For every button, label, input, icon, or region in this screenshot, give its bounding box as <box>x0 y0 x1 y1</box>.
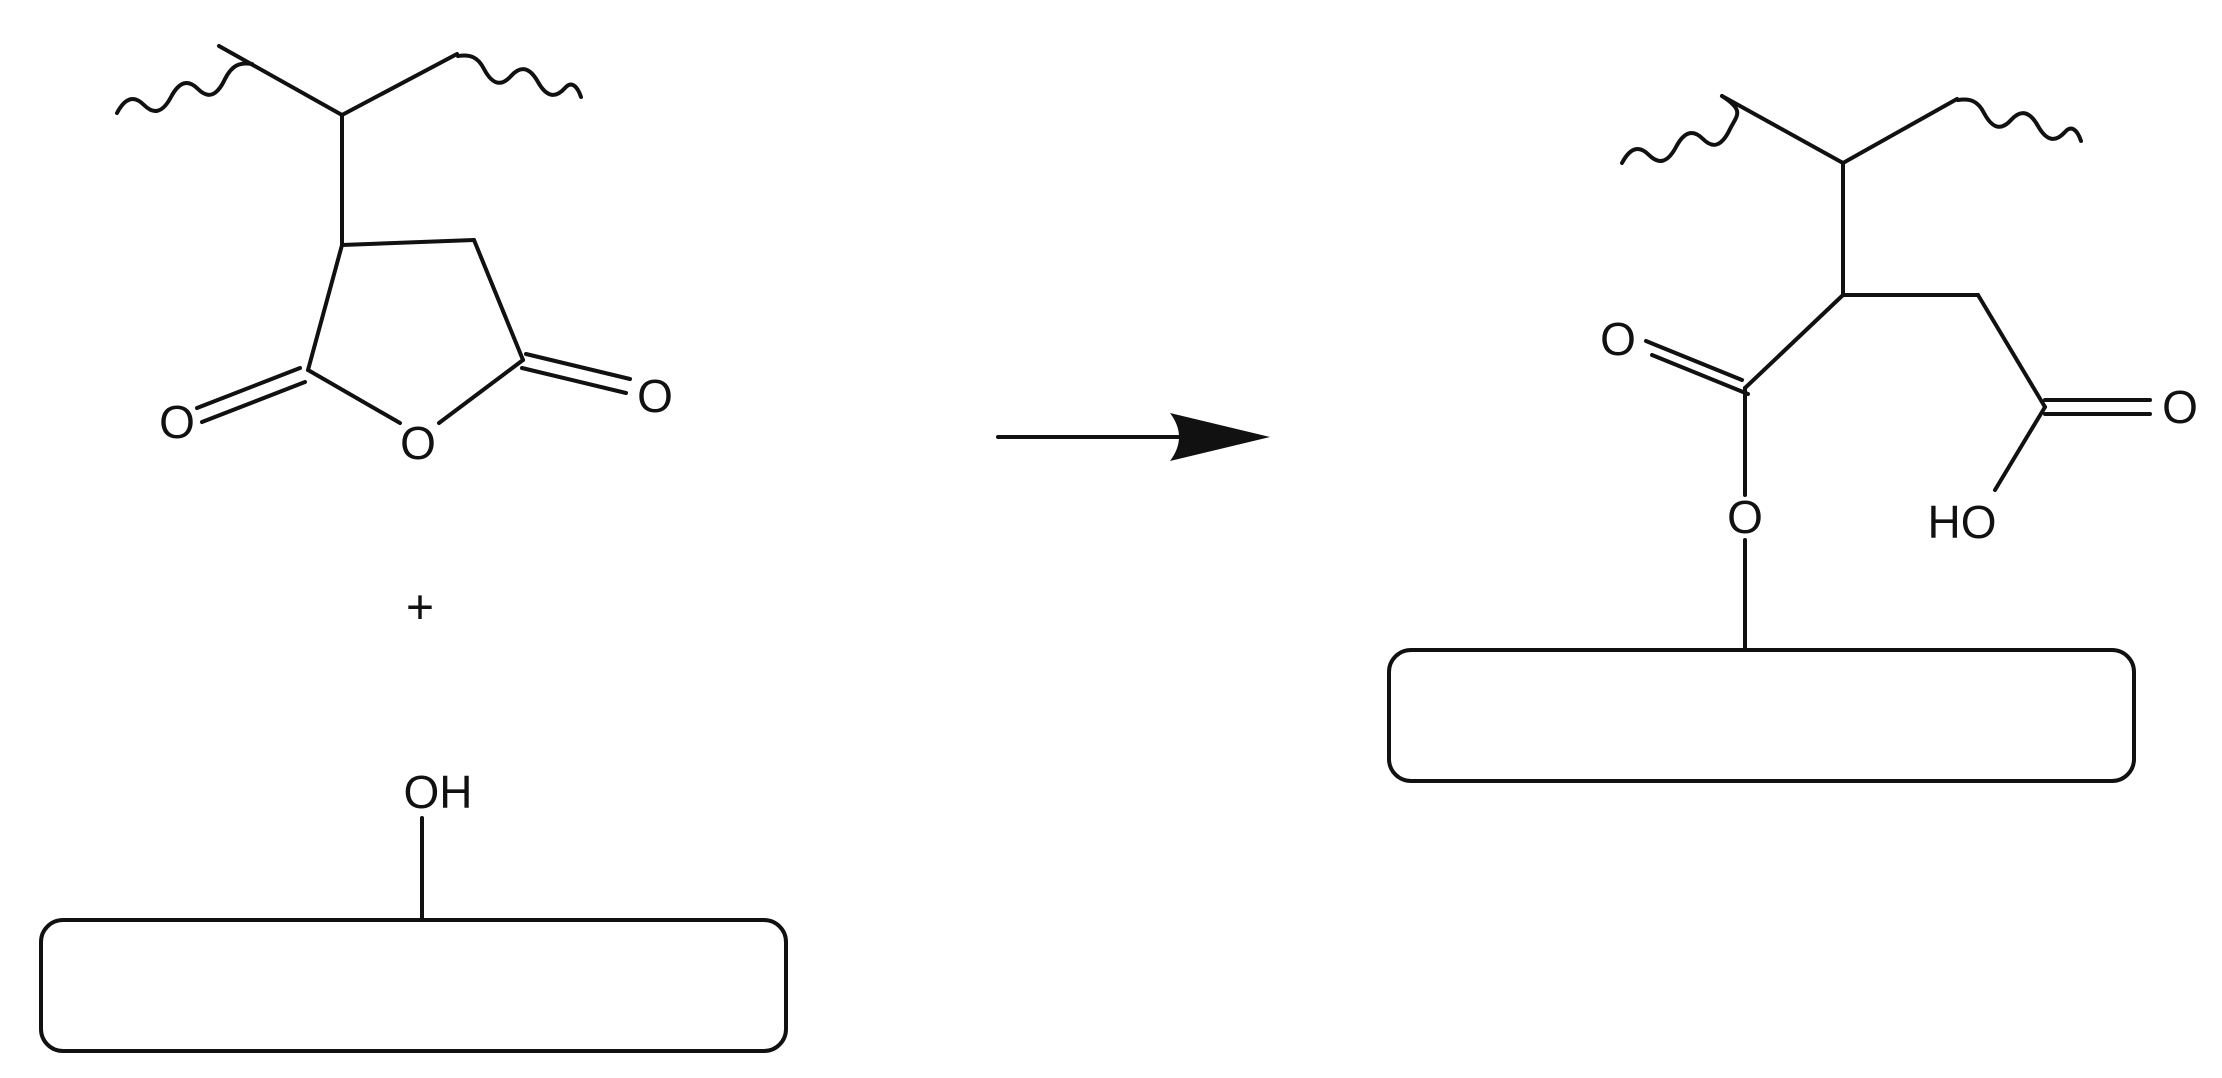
reaction-arrow-head <box>1170 413 1270 461</box>
ring-bond-top <box>340 238 476 247</box>
product-backbone-bond-right <box>1841 97 1959 165</box>
carbonyl-oxygen-right-label: O <box>637 370 673 422</box>
carbonyl-oxygen-left-label: O <box>159 396 195 448</box>
ring-bond-left <box>306 243 344 372</box>
plus-sign: + <box>406 582 434 635</box>
product-backbone-bond-left <box>1720 94 1845 165</box>
acid-hydroxyl-label: HO <box>1928 496 1997 548</box>
surface-hydroxyl-label: OH <box>404 766 473 818</box>
acid-carbonyl-oxygen-label: O <box>2162 381 2198 433</box>
ring-bond-right <box>472 238 525 362</box>
product-chain-wave-right <box>1956 97 2083 143</box>
ring-bond-c-o-left <box>306 368 402 425</box>
backbone-bond-right <box>340 52 459 117</box>
reactant-polymer-anhydride: O O O <box>115 44 673 469</box>
chain-wave-right <box>456 53 583 99</box>
carbonyl-double-bond-left-a <box>195 366 302 410</box>
carbonyl-double-bond-right-a <box>524 352 632 381</box>
acid-c-oh-bond <box>1993 405 2047 492</box>
reactant-surface: OH <box>39 766 788 1053</box>
ring-bond-c-o-right <box>437 358 525 425</box>
product-chain-wave-left <box>1620 94 1740 165</box>
ester-oxygen-label: O <box>1727 491 1763 543</box>
ester-carbonyl-double-bond-b <box>1650 353 1750 396</box>
product-grafted-polymer: O O O HO <box>1387 94 2198 783</box>
surface-substrate-left <box>39 918 788 1053</box>
carbonyl-double-bond-left-b <box>200 380 307 424</box>
chain-wave-left <box>115 61 254 115</box>
ester-carbonyl-double-bond-a <box>1644 339 1744 382</box>
product-bond-to-ester-carbon <box>1743 293 1845 390</box>
carbonyl-double-bond-right-b <box>520 366 628 395</box>
reaction-arrow <box>996 413 1270 461</box>
ester-carbonyl-oxygen-label: O <box>1600 313 1636 365</box>
product-bond-to-acid-carbon <box>1976 293 2047 409</box>
surface-substrate-right <box>1387 648 2136 783</box>
ring-oxygen-label: O <box>400 417 436 469</box>
backbone-bond-left <box>217 44 344 117</box>
